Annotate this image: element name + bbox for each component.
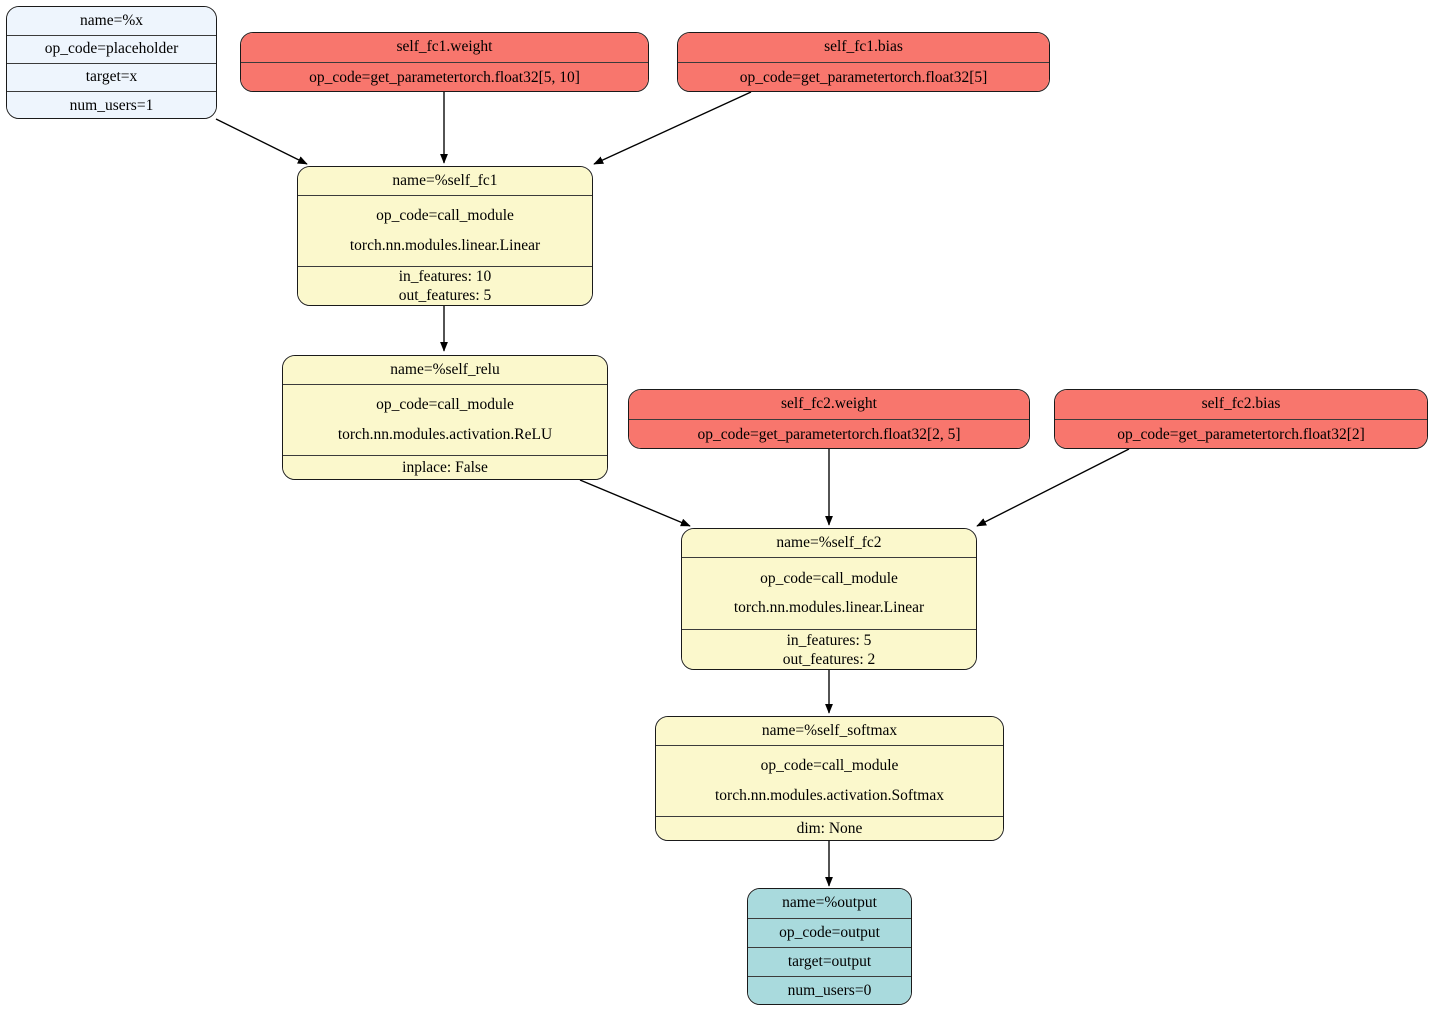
node-row-target: target=output (748, 947, 911, 976)
node-row-target: target=x (7, 63, 216, 91)
node-op-code-text: op_code=call_module (760, 569, 898, 587)
node-row-name: name=%self_softmax (656, 717, 1003, 745)
node-row-module-args: in_features: 5 out_features: 2 (682, 629, 976, 669)
node-module-path-text: torch.nn.modules.linear.Linear (733, 599, 925, 616)
node-row-name: name=%x (7, 7, 216, 35)
node-module-path-text: torch.nn.modules.activation.Softmax (714, 786, 944, 804)
node-call-module-self-fc2[interactable]: name=%self_fc2 op_code=call_module torch… (681, 528, 977, 670)
node-call-module-self-softmax[interactable]: name=%self_softmax op_code=call_module t… (655, 716, 1004, 841)
node-row-module-info: op_code=call_module torch.nn.modules.lin… (298, 195, 592, 266)
node-parameter-self-fc1-bias[interactable]: self_fc1.bias op_code=get_parametertorch… (677, 32, 1050, 92)
node-row-name: name=%output (748, 889, 911, 918)
node-arg-out-features: out_features: 2 (782, 650, 876, 668)
node-row-name: name=%self_fc2 (682, 529, 976, 557)
edge-fc2bias-to-self_fc2 (976, 448, 1130, 527)
node-row-param-opcode: op_code=get_parametertorch.float32[5] (678, 62, 1049, 91)
node-row-param-name: self_fc2.bias (1055, 390, 1427, 419)
node-op-code-text: op_code=call_module (376, 396, 514, 414)
node-row-param-name: self_fc1.bias (678, 33, 1049, 62)
node-op-code-text: op_code=call_module (760, 757, 899, 775)
node-placeholder-x[interactable]: name=%x op_code=placeholder target=x num… (6, 6, 217, 119)
node-op-code-text: op_code=call_module (376, 207, 514, 225)
node-row-module-info: op_code=call_module torch.nn.modules.act… (283, 384, 607, 455)
node-arg-in-features: in_features: 10 (398, 268, 492, 286)
edge-self_relu-to-self_fc2 (579, 479, 691, 527)
node-row-param-name: self_fc2.weight (629, 390, 1029, 419)
edge-fc1bias-to-self_fc1 (593, 91, 752, 165)
node-row-param-opcode: op_code=get_parametertorch.float32[2] (1055, 419, 1427, 448)
edge-x-to-self_fc1 (215, 118, 308, 165)
node-call-module-self-fc1[interactable]: name=%self_fc1 op_code=call_module torch… (297, 166, 593, 306)
node-row-param-opcode: op_code=get_parametertorch.float32[2, 5] (629, 419, 1029, 448)
node-module-path-text: torch.nn.modules.activation.ReLU (337, 425, 553, 443)
node-row-op-code: op_code=output (748, 918, 911, 947)
node-row-num-users: num_users=1 (7, 91, 216, 118)
node-row-module-info: op_code=call_module torch.nn.modules.lin… (682, 557, 976, 629)
node-arg-out-features: out_features: 5 (398, 287, 492, 304)
node-row-name: name=%self_fc1 (298, 167, 592, 195)
node-call-module-self-relu[interactable]: name=%self_relu op_code=call_module torc… (282, 355, 608, 480)
node-row-module-args: in_features: 10 out_features: 5 (298, 266, 592, 305)
node-row-param-opcode: op_code=get_parametertorch.float32[5, 10… (241, 62, 648, 91)
node-row-module-info: op_code=call_module torch.nn.modules.act… (656, 745, 1003, 816)
node-parameter-self-fc2-weight[interactable]: self_fc2.weight op_code=get_parametertor… (628, 389, 1030, 449)
node-row-num-users: num_users=0 (748, 976, 911, 1004)
node-row-module-args: dim: None (656, 816, 1003, 840)
node-parameter-self-fc1-weight[interactable]: self_fc1.weight op_code=get_parametertor… (240, 32, 649, 92)
node-row-module-args: inplace: False (283, 455, 607, 479)
node-row-name: name=%self_relu (283, 356, 607, 384)
node-module-path-text: torch.nn.modules.linear.Linear (349, 236, 541, 254)
node-output[interactable]: name=%output op_code=output target=outpu… (747, 888, 912, 1005)
node-row-op-code: op_code=placeholder (7, 35, 216, 63)
node-arg-in-features: in_features: 5 (786, 631, 872, 649)
node-row-param-name: self_fc1.weight (241, 33, 648, 62)
node-parameter-self-fc2-bias[interactable]: self_fc2.bias op_code=get_parametertorch… (1054, 389, 1428, 449)
